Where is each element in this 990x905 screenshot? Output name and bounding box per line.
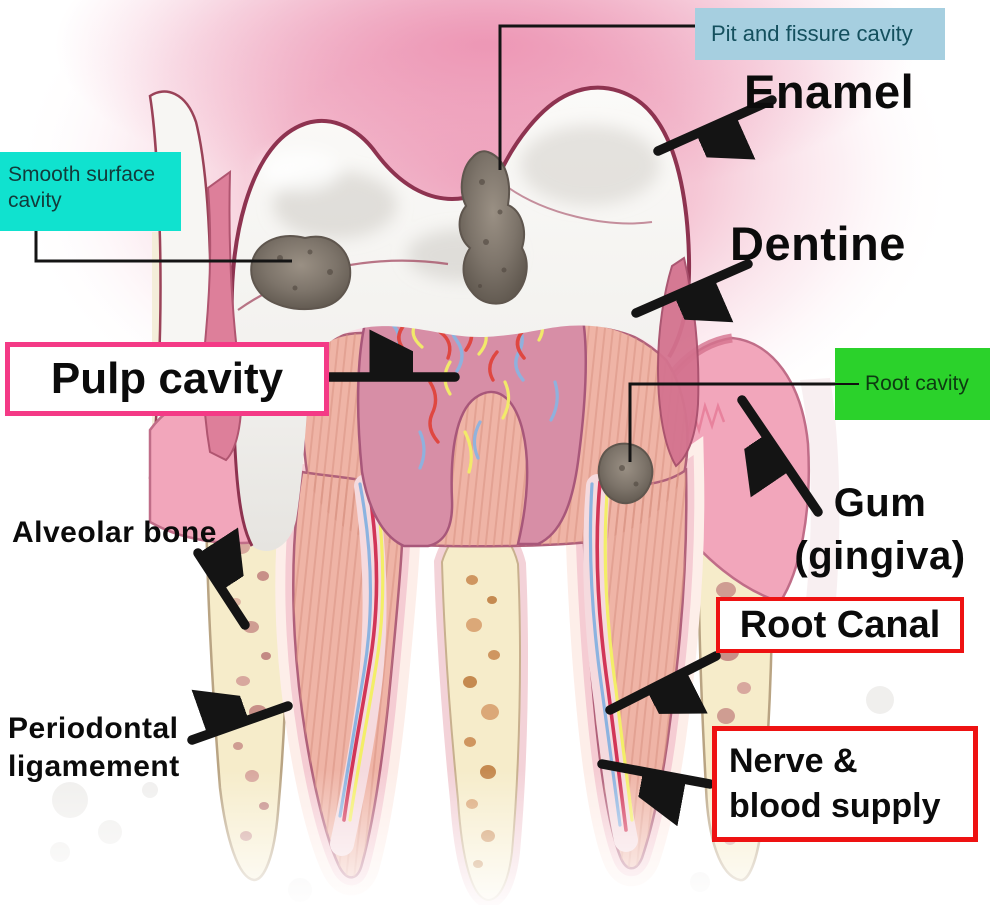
pulp-chamber: [356, 273, 587, 548]
smooth-surface-cavity-spot: [250, 235, 352, 311]
smooth-surface-leader-line: [34, 229, 292, 263]
dentine-label: Dentine: [730, 217, 906, 270]
gum-gingiva-label: Gum (gingiva): [794, 481, 966, 578]
enamel-label: Enamel: [744, 65, 915, 118]
nerve-blood-supply-label: Nerve & blood supply: [712, 726, 978, 842]
root-canal-label: Root Canal: [716, 597, 964, 653]
gum-arrow: [742, 395, 823, 517]
root-cavity-spot: [597, 442, 654, 505]
leader-dash: [835, 382, 859, 386]
pit-fissure-leader-line: [498, 24, 695, 170]
pit-fissure-cavity-spot: [458, 150, 528, 305]
right-pale-strip: [800, 378, 840, 600]
periodontal-ligament-label: Periodontal ligamement: [8, 712, 180, 784]
nerve-blood-arrow: [597, 759, 715, 784]
pulp-cavity-label: Pulp cavity: [5, 342, 329, 416]
pit-fissure-cavity-label: Pit and fissure cavity: [695, 8, 945, 60]
root-canal-arrow: [605, 651, 721, 715]
smooth-surface-cavity-label: Smooth surface cavity: [0, 152, 181, 231]
dentine-arrow: [631, 259, 753, 313]
enamel-arrow: [653, 95, 777, 151]
periodontal-arrow: [187, 706, 293, 745]
root-cavity-text: Root cavity: [865, 372, 969, 395]
root-cavity-label: Root cavity: [835, 348, 990, 420]
root-cavity-leader-line: [628, 382, 835, 462]
alveolar-bone-arrow: [193, 553, 245, 630]
alveolar-bone-label: Alveolar bone: [12, 516, 217, 549]
